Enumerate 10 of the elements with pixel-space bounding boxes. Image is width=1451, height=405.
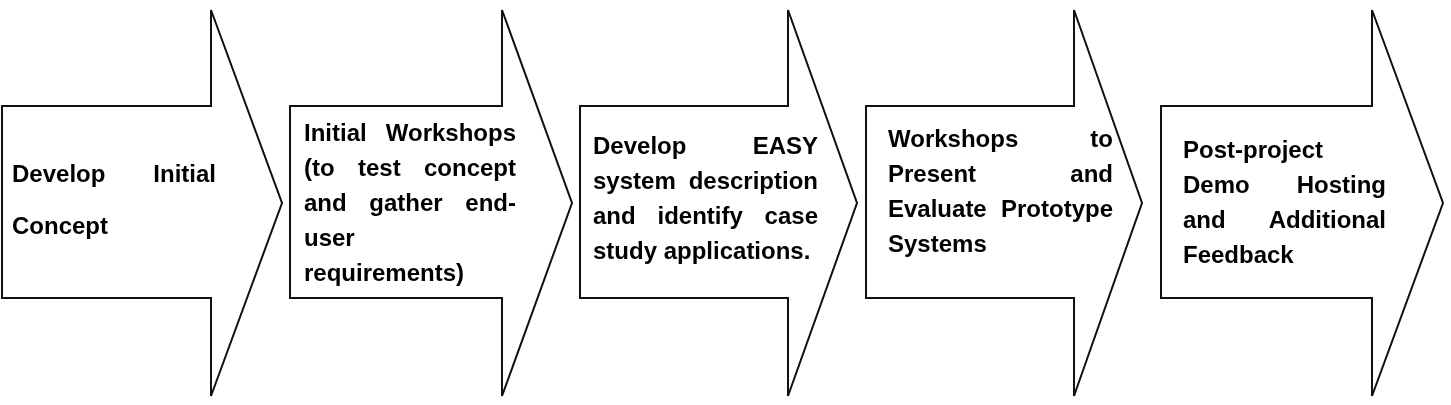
process-step [1160,9,1444,397]
step-label: Develop Initial Concept [12,159,216,241]
process-step [865,9,1143,397]
step-label: Workshops to Present and Evaluate Prototype Systems [888,124,1113,259]
process-step [289,9,573,397]
step-label: Post-project Demo Hosting and Additional Feedback [1183,135,1386,270]
step-label: Develop EASY system description and identify case study applications. [593,131,818,266]
process-step [579,9,858,397]
process-step [1,9,283,397]
step-label: Initial Workshops (to test concept and gather end-user requirements) [304,118,516,288]
